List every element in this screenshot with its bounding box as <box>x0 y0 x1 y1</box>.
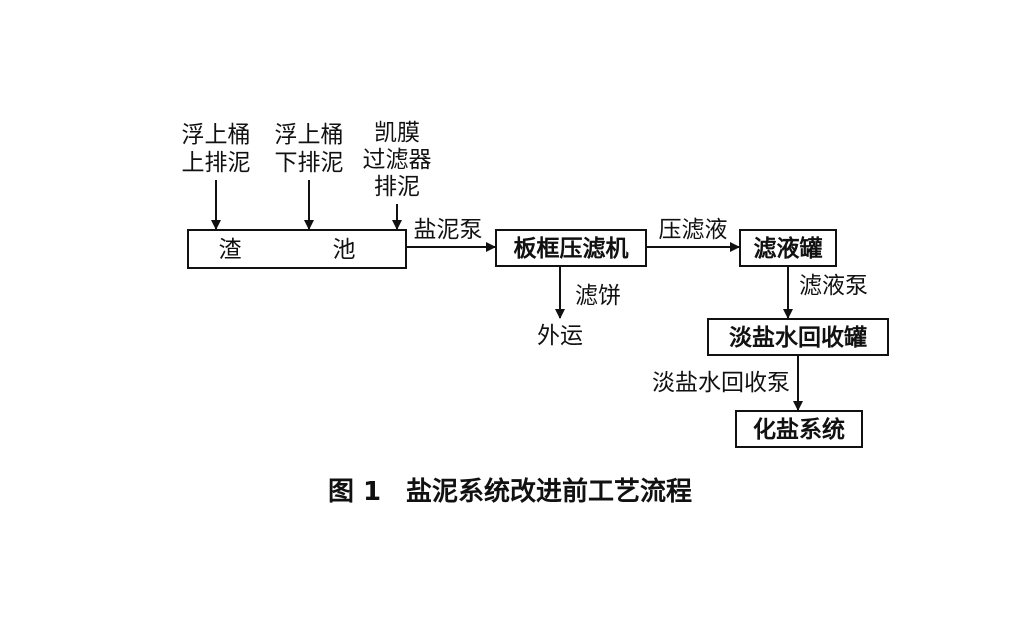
figure-caption-title: 盐泥系统改进前工艺流程 <box>406 476 692 507</box>
figure-caption-number: 图 1 <box>328 477 381 507</box>
filtrate-pump-label: 滤液泵 <box>799 273 868 299</box>
slag-pool-label-left: 渣 <box>219 237 242 263</box>
slag-pool-box <box>187 229 407 269</box>
filter-press-label: 板框压滤机 <box>514 236 629 262</box>
brine-recovery-pump-label: 淡盐水回收泵 <box>652 370 790 396</box>
brine-recovery-tank-label: 淡盐水回收罐 <box>729 324 867 351</box>
source-3-line3: 排泥 <box>374 174 420 200</box>
source-3-line1: 凯膜 <box>374 120 420 146</box>
external-output-label: 外运 <box>537 323 583 349</box>
source-1-line2: 上排泥 <box>182 150 251 176</box>
filtrate-label: 压滤液 <box>659 217 728 243</box>
salt-system-label: 化盐系统 <box>753 416 845 443</box>
filtrate-tank-box <box>739 229 837 267</box>
salt-mud-pump-label: 盐泥泵 <box>414 217 483 243</box>
filter-cake-label: 滤饼 <box>575 283 621 309</box>
filter-press-box <box>495 229 647 267</box>
slag-pool-label-right: 池 <box>333 237 356 263</box>
source-1-line1: 浮上桶 <box>182 122 251 148</box>
source-2-line1: 浮上桶 <box>275 122 344 148</box>
source-2-line2: 下排泥 <box>275 150 344 176</box>
salt-system-box <box>735 410 863 448</box>
filtrate-tank-label: 滤液罐 <box>754 235 823 262</box>
source-3-line2: 过滤器 <box>363 147 432 173</box>
